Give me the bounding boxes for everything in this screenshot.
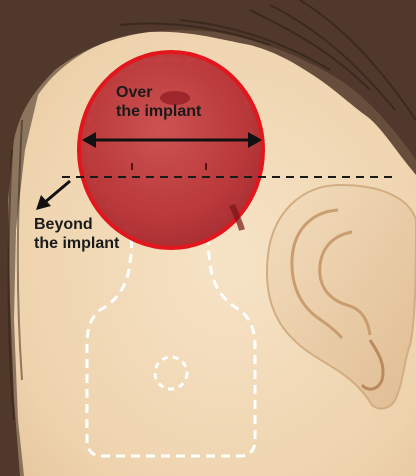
beyond-label-line1: Beyond bbox=[34, 215, 119, 234]
beyond-implant-label: Beyond the implant bbox=[34, 215, 119, 253]
over-implant-label: Over the implant bbox=[116, 83, 201, 121]
over-label-line2: the implant bbox=[116, 102, 201, 121]
over-label-line1: Over bbox=[116, 83, 201, 102]
beyond-label-line2: the implant bbox=[34, 234, 119, 253]
